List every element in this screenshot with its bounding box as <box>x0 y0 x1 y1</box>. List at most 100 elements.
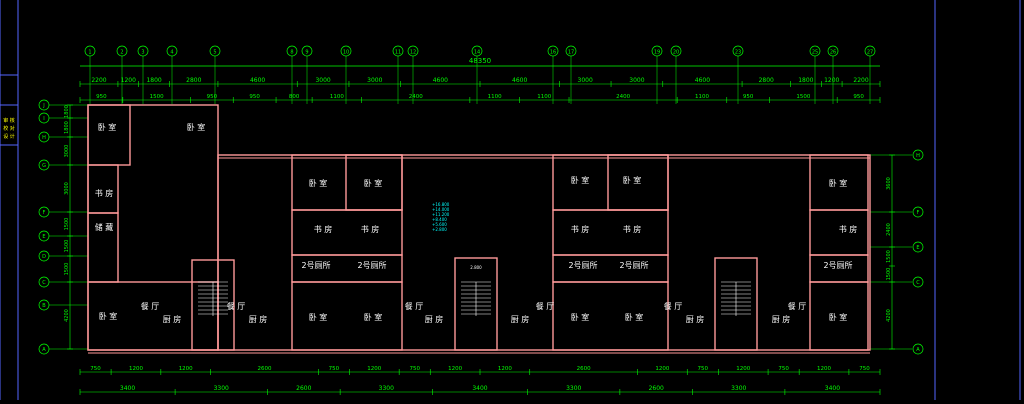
dimension-label: 3000 <box>578 77 593 84</box>
stair-level-tag: 2.800 <box>470 265 482 270</box>
axis-label: H <box>916 153 920 159</box>
room-label: 餐 厅 <box>536 302 555 311</box>
overall-dimension: 48350 <box>80 57 880 67</box>
dimension-label: 3000 <box>629 77 644 84</box>
dimension-label: 1800 <box>798 77 813 84</box>
dimension-label: 2400 <box>409 94 423 100</box>
axis-bubble <box>912 241 924 253</box>
overall-dimension-label: 48350 <box>469 57 491 65</box>
axis-label: 23 <box>735 50 741 56</box>
axis-label: C <box>42 280 46 286</box>
dimension-label: 3300 <box>731 385 746 392</box>
dimension-label: 1500 <box>64 218 70 231</box>
axis-label: 9 <box>305 50 308 56</box>
dimension-label: 3300 <box>566 385 581 392</box>
dimension-label: 3000 <box>64 182 70 195</box>
room-label: 2号厕所 <box>301 260 330 270</box>
dimension-label: 1800 <box>64 121 70 134</box>
dimension-label: 4600 <box>695 77 710 84</box>
axis-label: E <box>42 234 45 240</box>
axis-label: F <box>43 210 46 216</box>
axis-label: 5 <box>213 50 216 56</box>
axis-label: A <box>42 347 46 353</box>
axis-bubble <box>547 45 559 57</box>
axis-bubble <box>670 45 682 57</box>
axis-bubble <box>286 45 298 57</box>
axis-bubble <box>827 45 839 57</box>
room-label: 卧 室 <box>829 312 848 322</box>
axis-bubble <box>912 206 924 218</box>
room-label: 卧 室 <box>187 122 206 132</box>
building-walls <box>87 104 871 354</box>
dimension-label: 950 <box>96 94 107 100</box>
level-mark: +14.000 <box>432 207 450 212</box>
dimension-label: 950 <box>743 94 754 100</box>
axis-label: 16 <box>550 50 556 56</box>
axis-label: E <box>916 245 919 251</box>
axis-label: F <box>917 210 920 216</box>
dimension-label: 1500 <box>886 268 892 281</box>
dimension-label: 3300 <box>214 385 229 392</box>
dimension-label: 800 <box>289 94 300 100</box>
dimension-label: 750 <box>409 366 420 372</box>
level-mark: +8.400 <box>432 217 447 222</box>
axis-bubble <box>732 45 744 57</box>
axis-bubble <box>912 276 924 288</box>
dimension-label: 3400 <box>472 385 487 392</box>
dimension-label: 4600 <box>250 77 265 84</box>
dimension-label: 1100 <box>537 94 551 100</box>
dimension-label: 4200 <box>64 309 70 322</box>
dimension-label: 1200 <box>129 366 143 372</box>
dimension-label: 2400 <box>886 223 892 236</box>
axis-bubble <box>912 343 924 355</box>
dimension-label: 1200 <box>655 366 669 372</box>
stairwells <box>198 281 751 316</box>
room-label: 卧 室 <box>98 122 117 132</box>
axis-label: 1 <box>88 50 91 56</box>
dimension-label: 1800 <box>146 77 161 84</box>
room-label: 餐 厅 <box>405 302 424 311</box>
axis-bubble <box>166 45 178 57</box>
dimension-label: 1200 <box>179 366 193 372</box>
room-label: 餐 厅 <box>664 302 683 311</box>
title-block-cell: 设 计 <box>3 133 15 140</box>
axis-bubble <box>565 45 577 57</box>
dimension-label: 1500 <box>796 94 810 100</box>
dimension-label: 750 <box>90 366 101 372</box>
dimension-label: 1200 <box>498 366 512 372</box>
axis-bubble <box>809 45 821 57</box>
axis-label: 19 <box>654 50 660 56</box>
dimension-label: 750 <box>778 366 789 372</box>
level-mark: +2.800 <box>432 227 447 232</box>
dimension-label: 2600 <box>296 385 311 392</box>
dimension-label: 2600 <box>257 366 271 372</box>
room-label: 厨 房 <box>249 314 268 324</box>
axis-label: D <box>42 254 46 260</box>
axis-label: 25 <box>812 50 818 56</box>
dimension-label: 1800 <box>64 105 70 118</box>
room-labels: 卧 室卧 室书 房储 藏卧 室餐 厅厨 房厨 房餐 厅卧 室卧 室书 房书 房2… <box>95 122 858 324</box>
room-label: 2号厕所 <box>823 260 852 270</box>
dimension-label: 4600 <box>433 77 448 84</box>
level-mark: +5.600 <box>432 222 447 227</box>
room-label: 厨 房 <box>772 314 791 324</box>
axis-label: 12 <box>410 50 416 56</box>
dimension-label: 950 <box>207 94 218 100</box>
room-label: 卧 室 <box>99 311 118 321</box>
dimension-label: 4600 <box>512 77 527 84</box>
axis-label: 27 <box>867 50 873 56</box>
axis-label: J <box>42 103 44 109</box>
dimension-label: 4200 <box>886 309 892 322</box>
room-label: 餐 厅 <box>141 302 160 311</box>
room-label: 卧 室 <box>364 178 383 188</box>
dimension-label: 1200 <box>824 77 839 84</box>
room-label: 厨 房 <box>163 314 182 324</box>
axis-label: H <box>42 135 46 141</box>
dimension-label: 1200 <box>448 366 462 372</box>
axis-label: 11 <box>395 50 401 56</box>
dimension-label: 1100 <box>695 94 709 100</box>
